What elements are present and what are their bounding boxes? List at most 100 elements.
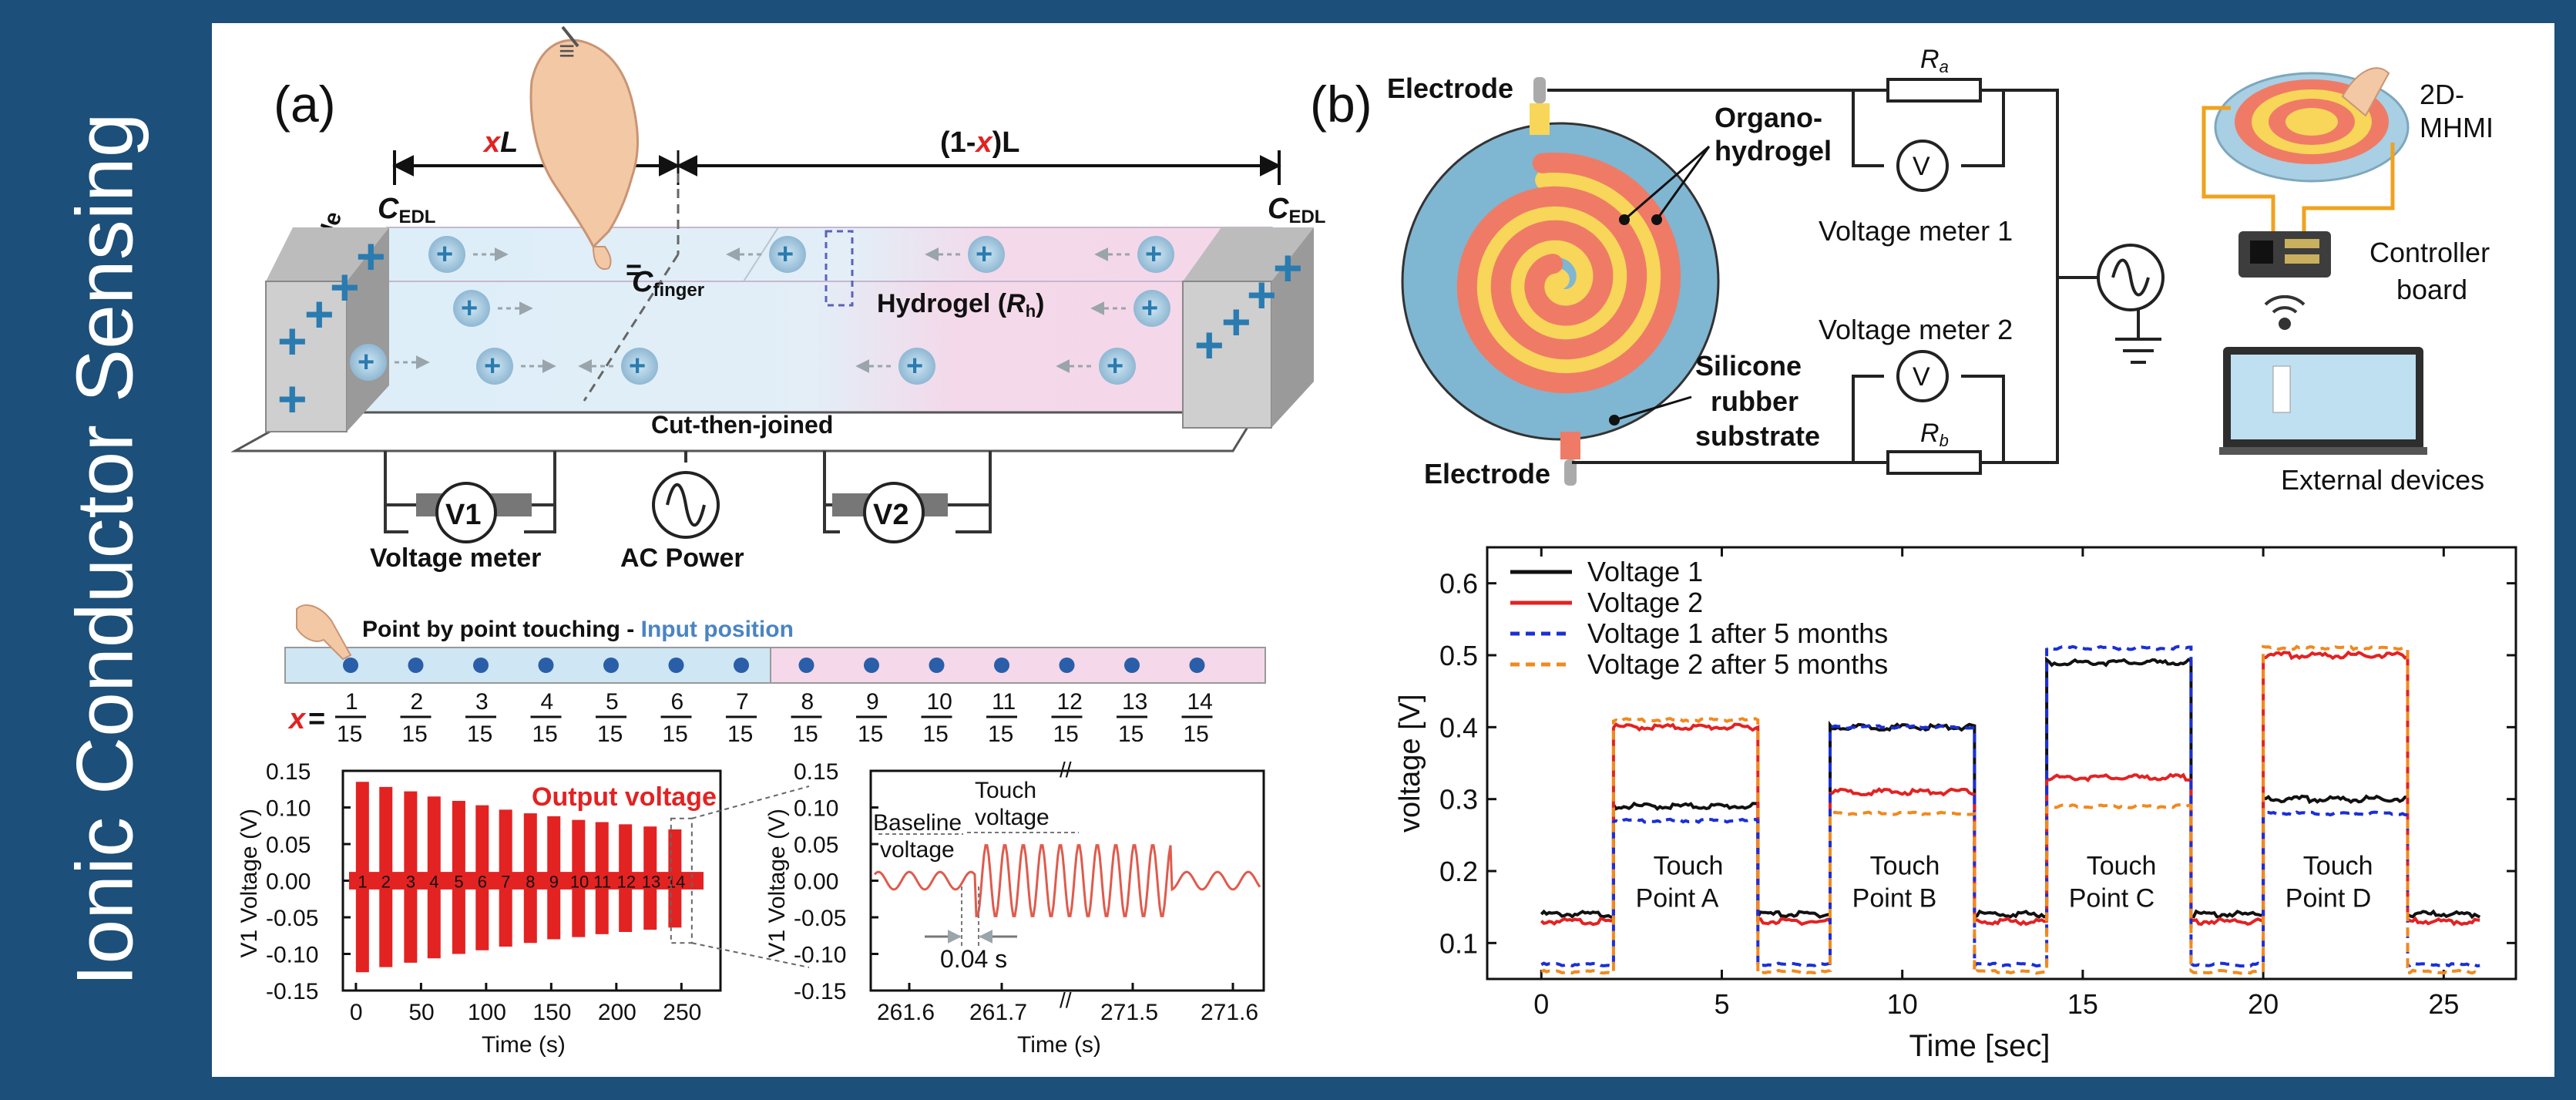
organo-pointer-1 [1624, 145, 1710, 221]
top-electrode-pad [1533, 77, 1546, 103]
fraction-denominator: 15 [402, 722, 428, 747]
svg-text:+: + [304, 285, 334, 342]
y-tick-label: 0.00 [266, 870, 311, 895]
svg-text:+: + [330, 258, 360, 315]
baseline-band [349, 872, 704, 890]
dim-right-label: (1-x)L [940, 126, 1019, 159]
series-line [1540, 644, 2480, 970]
y-tick-label: 0.00 [794, 870, 838, 895]
device-wires [2202, 106, 2395, 231]
bar-index-label: 11 [593, 873, 611, 892]
voltmeter-v2 [863, 482, 925, 543]
touch-strip-title: Point by point touching - Input position [362, 617, 794, 642]
equals-sign: = [308, 703, 325, 735]
ac-power-label: AC Power [620, 543, 744, 573]
voltmeter-1-symbol: V [1913, 152, 1930, 181]
wireless-icon [2264, 294, 2306, 330]
voltmeter-2 [1896, 350, 1949, 402]
svg-text:+: + [1145, 238, 1162, 271]
panel-a: (a) xL (1-x)L CEDL CEDL Metalelectrode [230, 25, 1325, 747]
cedl-left-label: CEDL [378, 193, 435, 227]
touch-point-label: Touch [1654, 852, 1724, 881]
axis-break: // [1060, 758, 1072, 782]
ion: + [1094, 236, 1174, 273]
svg-text:+: + [629, 350, 646, 382]
ion: + [1090, 290, 1170, 327]
fraction-numerator: 2 [411, 689, 424, 715]
svg-text:+: + [1141, 292, 1158, 325]
cut-joined-label: Cut-then-joined [651, 411, 833, 439]
fraction-denominator: 15 [663, 722, 688, 747]
svg-text:+: + [1107, 350, 1123, 382]
x-tick-label: 250 [663, 1000, 701, 1025]
bar-index-label: 2 [381, 873, 391, 892]
y-tick-label: -0.15 [794, 979, 846, 1004]
organohydrogel-label: Organo-hydrogel [1715, 102, 1832, 167]
fraction-numerator: 11 [992, 689, 1016, 715]
touch-point [668, 658, 684, 673]
svg-text:+: + [1221, 293, 1251, 350]
fraction-denominator: 15 [1118, 722, 1144, 747]
y-tick-label: 0.10 [794, 796, 838, 822]
touch-annotation: Touch [975, 778, 1036, 803]
ac-wave-icon [666, 483, 706, 527]
y-tick-label: 0.3 [1439, 784, 1478, 816]
rb-resistor [1886, 450, 1982, 475]
svg-text:+: + [777, 238, 794, 271]
ions: + + + + + + + + + + + [350, 236, 1174, 385]
bottom-electrode-pad [1564, 459, 1577, 486]
fraction-numerator: 12 [1057, 689, 1083, 715]
x-tick-label: 0 [350, 1000, 363, 1025]
plot-area [1486, 546, 2517, 981]
y-tick-label: -0.10 [794, 943, 846, 968]
fraction-numerator: 6 [671, 689, 684, 715]
fraction-denominator: 15 [988, 722, 1013, 747]
voltage-meter-label: Voltage meter [370, 543, 541, 573]
electrode-bottom-label: Electrode [1424, 458, 1550, 489]
x-tick-label: 200 [598, 1000, 636, 1025]
chart-title: Output voltage [532, 782, 717, 812]
capacitor-symbol: = [626, 254, 642, 285]
svg-text:+: + [461, 292, 478, 325]
y-tick-label: 0.1 [1439, 927, 1478, 959]
voltmeter-v1 [435, 482, 497, 543]
fraction-numerator: 5 [606, 689, 619, 715]
spiral-yellow [1473, 169, 1664, 377]
touch-points [343, 658, 1205, 673]
bar-index-label: 8 [526, 873, 535, 892]
touch-point [734, 658, 749, 673]
spiral-coral [1456, 152, 1681, 394]
x-tick-label: 25 [2428, 988, 2459, 1020]
fraction-numerator: 9 [866, 689, 879, 715]
ion: + [453, 290, 533, 327]
external-devices-label: External devices [2281, 464, 2484, 496]
touch-point-label: Point C [2069, 884, 2155, 913]
y-tick-label: 0.15 [266, 759, 311, 785]
x-variable-label: x [287, 703, 307, 735]
circuit-a [384, 451, 992, 533]
touch-point-label: Point A [1636, 884, 1719, 913]
y-tick-label: 0.05 [794, 833, 838, 858]
x-tick-label: 261.7 [969, 1000, 1027, 1025]
bar-index-label: 4 [429, 873, 438, 892]
hydrogel-front-face [304, 281, 1230, 413]
touch-point [538, 658, 554, 673]
pointer-dot [1609, 415, 1620, 426]
series-line [1540, 644, 2480, 977]
y-tick-label: -0.15 [266, 979, 318, 1004]
fraction-numerator: 13 [1122, 689, 1147, 715]
finger-icon [296, 604, 352, 661]
touch-point [1124, 658, 1140, 673]
zoom-connector [691, 785, 810, 819]
fraction-denominator: 15 [597, 722, 623, 747]
fraction-denominator: 15 [337, 722, 362, 747]
x-tick-label: 5 [1714, 988, 1729, 1020]
bar-index-label: 5 [454, 873, 463, 892]
x-tick-label: 10 [1887, 988, 1918, 1020]
x-axis-label: Time (s) [1017, 1032, 1101, 1058]
touch-point [603, 658, 619, 673]
y-tick-label: 0.6 [1439, 568, 1478, 600]
y-tick-label: -0.10 [266, 943, 318, 968]
